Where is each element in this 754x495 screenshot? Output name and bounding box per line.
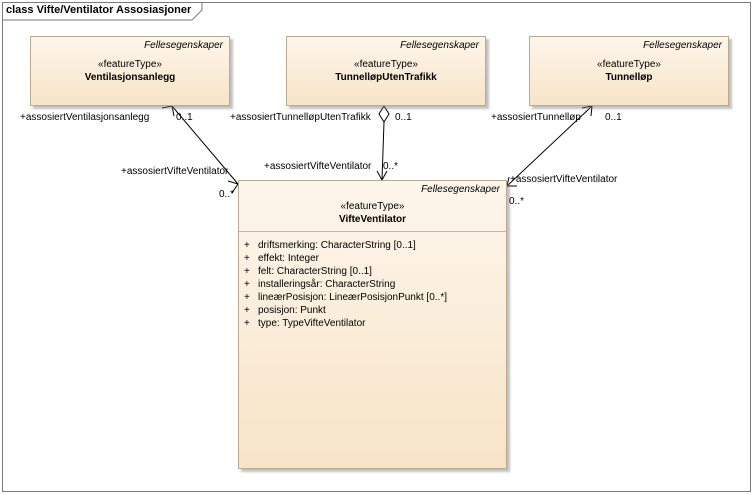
class-name: VifteVentilator — [338, 214, 407, 225]
role-label-vifte-top: +assosiertVifteVentilator — [264, 161, 372, 172]
class-name: Tunnelløp — [605, 72, 653, 83]
attribute-text: driftsmerking: CharacterString [0..1] — [258, 240, 416, 251]
attribute-text: type: TypeVifteVentilator — [258, 318, 366, 329]
attribute-row[interactable]: + effekt: Integer — [244, 252, 447, 265]
role-label-vifte-left: +assosiertVifteVentilator — [121, 166, 229, 177]
attribute-row[interactable]: + driftsmerking: CharacterString [0..1] — [244, 239, 447, 252]
attribute-row[interactable]: + type: TypeVifteVentilator — [244, 317, 447, 330]
class-name: TunnelløpUtenTrafikk — [335, 72, 437, 83]
visibility-marker: + — [244, 318, 250, 329]
attribute-row[interactable]: + installeringsår: CharacterString — [244, 278, 447, 291]
package-label: Fellesegenskaper — [144, 40, 223, 51]
stereotype-label: «featureType» — [354, 59, 418, 70]
package-label: Fellesegenskaper — [643, 40, 722, 51]
attribute-text: lineærPosisjon: LineærPosisjonPunkt [0..… — [258, 292, 447, 303]
role-label-tunnellop: +assosiertTunnelløp — [491, 112, 581, 123]
diagram-title: class Vifte/Ventilator Assosiasjoner — [6, 4, 192, 16]
attribute-text: felt: CharacterString [0..1] — [258, 266, 372, 277]
visibility-marker: + — [244, 266, 250, 277]
class-tunnellop-uten-trafikk[interactable]: Fellesegenskaper «featureType» Tunnelløp… — [286, 36, 486, 106]
multiplicity-vifte-right: 0..* — [509, 196, 525, 207]
attribute-text: effekt: Integer — [258, 253, 319, 264]
attribute-row[interactable]: + felt: CharacterString [0..1] — [244, 265, 447, 278]
attribute-row[interactable]: + posisjon: Punkt — [244, 304, 447, 317]
aggregation-diamond — [378, 105, 390, 123]
visibility-marker: + — [244, 305, 250, 316]
class-vifte-ventilator[interactable]: Fellesegenskaper «featureType» VifteVent… — [238, 180, 507, 469]
role-label-tunnellop-uten: +assosiertTunnelløpUtenTrafikk — [230, 112, 371, 123]
package-label: Fellesegenskaper — [421, 184, 500, 195]
stereotype-label: «featureType» — [340, 201, 405, 212]
association-line-tunnellop — [506, 105, 593, 187]
multiplicity-vifte-left: 0..* — [219, 189, 235, 200]
arrowhead-ventilasjon — [161, 105, 175, 117]
multiplicity-tunnellop: 0..1 — [605, 112, 622, 123]
attribute-separator — [239, 231, 506, 232]
arrowhead-tunnellop — [581, 105, 593, 117]
attribute-list: + driftsmerking: CharacterString [0..1] +… — [244, 239, 447, 330]
association-line-tunnellop-uten — [381, 121, 385, 181]
diagram-frame-tab — [2, 2, 203, 21]
class-ventilasjonsanlegg[interactable]: Fellesegenskaper «featureType» Ventilasj… — [30, 36, 230, 106]
stereotype-label: «featureType» — [98, 59, 162, 70]
stereotype-label: «featureType» — [597, 59, 661, 70]
attribute-text: posisjon: Punkt — [258, 305, 326, 316]
role-label-vifte-right: +assosiertVifteVentilator — [510, 174, 618, 185]
arrowhead-vifte-right — [506, 176, 517, 187]
class-tunnellop[interactable]: Fellesegenskaper «featureType» Tunnelløp — [529, 36, 729, 106]
attribute-row[interactable]: + lineærPosisjon: LineærPosisjonPunkt [0.… — [244, 291, 447, 304]
visibility-marker: + — [244, 292, 250, 303]
visibility-marker: + — [244, 240, 250, 251]
association-line-ventilasjon — [171, 105, 239, 185]
visibility-marker: + — [244, 279, 250, 290]
multiplicity-vifte-top: 0..* — [383, 161, 399, 172]
multiplicity-tunnellop-uten: 0..1 — [395, 112, 412, 123]
attribute-text: installeringsår: CharacterString — [258, 279, 396, 290]
visibility-marker: + — [244, 253, 250, 264]
class-name: Ventilasjonsanlegg — [84, 72, 176, 83]
package-label: Fellesegenskaper — [400, 40, 479, 51]
role-label-ventilasjonsanlegg: +assosiertVentilasjonsanlegg — [20, 112, 150, 123]
multiplicity-ventilasjonsanlegg: 0..1 — [176, 112, 193, 123]
